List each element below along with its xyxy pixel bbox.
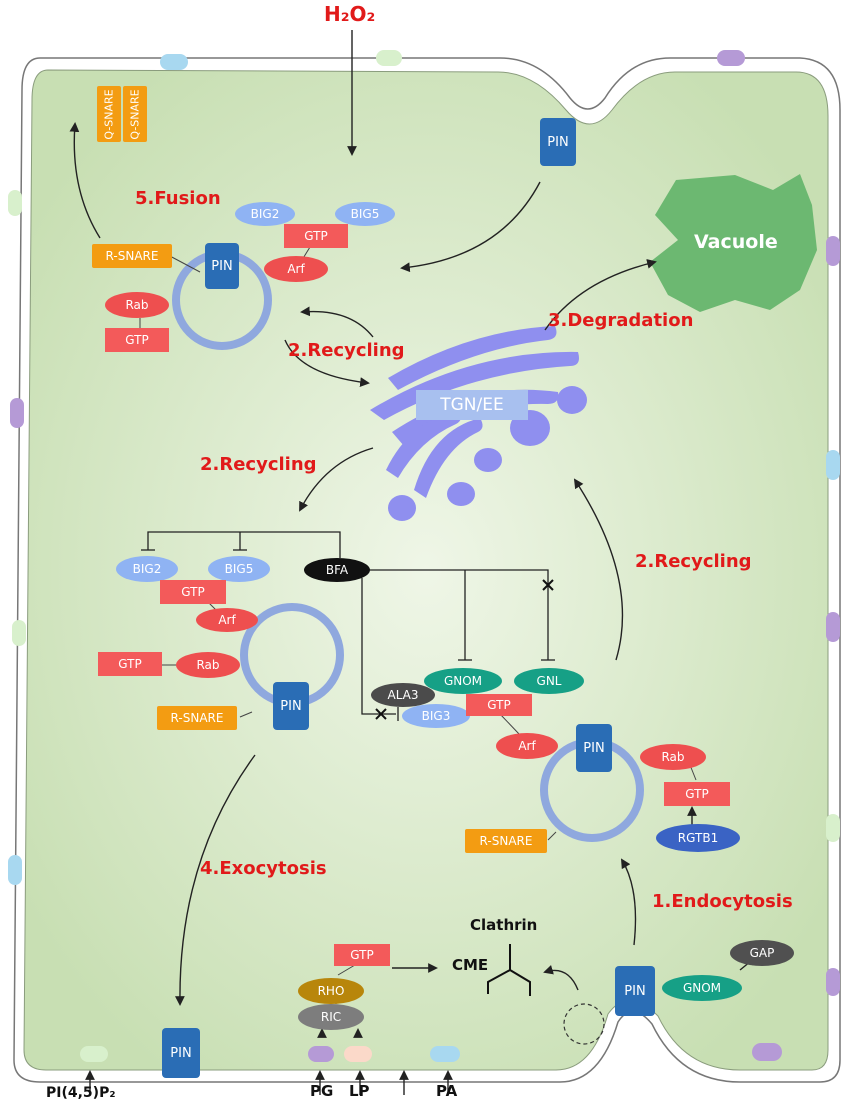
r-snare-top: R-SNARE: [92, 244, 172, 268]
pin-membrane-bottom-right: PIN: [615, 966, 655, 1016]
gtp-middle-rab: GTP: [98, 652, 162, 676]
membrane-lipids: [8, 50, 840, 1062]
gtp-bottom-rab: GTP: [664, 782, 730, 806]
pin-bottom-vesicle: PIN: [576, 724, 612, 772]
pin-middle-vesicle: PIN: [273, 682, 309, 730]
cell-membrane-outer: [13, 57, 841, 1083]
gap: GAP: [730, 940, 794, 966]
rgtb1: RGTB1: [656, 824, 740, 852]
pg-label: PG: [310, 1082, 334, 1100]
step-recycling-left: 2.Recycling: [200, 454, 317, 475]
step-exocytosis: 4.Exocytosis: [200, 858, 327, 879]
coated-pit: [563, 1003, 605, 1045]
step-fusion: 5.Fusion: [135, 188, 221, 209]
blocked-marks: [375, 579, 554, 720]
rab-middle: Rab: [176, 652, 240, 678]
arf-middle: Arf: [196, 608, 258, 632]
cme-label: CME: [452, 956, 489, 974]
pip2-label: PI(4,5)P₂: [46, 1085, 116, 1101]
rab-bottom: Rab: [640, 744, 706, 770]
vacuole: [650, 174, 817, 312]
gtp-top: GTP: [284, 224, 348, 248]
lp-label: LP: [349, 1082, 370, 1100]
gtp-middle: GTP: [160, 580, 226, 604]
gtp-big3: GTP: [466, 694, 532, 716]
gnom-bottom: GNOM: [662, 975, 742, 1001]
rab-top: Rab: [105, 292, 169, 318]
step-recycling-top: 2.Recycling: [288, 340, 405, 361]
rho: RHO: [298, 978, 364, 1004]
q-snare-right: Q-SNARE: [123, 86, 147, 142]
pin-membrane-top: PIN: [540, 118, 576, 166]
gtp-rho: GTP: [334, 944, 390, 966]
arf-top: Arf: [264, 256, 328, 282]
pin-top-vesicle: PIN: [205, 243, 239, 289]
big2-top: BIG2: [235, 202, 295, 226]
ala3: ALA3: [371, 683, 435, 707]
big3: BIG3: [402, 704, 470, 728]
arf-bottom: Arf: [496, 733, 558, 759]
q-snare-left: Q-SNARE: [97, 86, 121, 142]
gnom-middle: GNOM: [424, 668, 502, 694]
h2o2-label: H₂O₂: [324, 2, 376, 26]
big5-top: BIG5: [335, 202, 395, 226]
tgn-ee-label: TGN/EE: [416, 390, 528, 420]
pa-label: PA: [436, 1082, 458, 1100]
step-endocytosis: 1.Endocytosis: [652, 891, 793, 912]
big2-middle: BIG2: [116, 556, 178, 582]
step-degradation: 3.Degradation: [548, 310, 694, 331]
vacuole-label: Vacuole: [694, 231, 778, 253]
clathrin-label: Clathrin: [470, 916, 538, 934]
inhibition-lines: [141, 531, 555, 721]
pin-membrane-bottom-left: PIN: [162, 1028, 200, 1078]
r-snare-middle: R-SNARE: [157, 706, 237, 730]
gnl: GNL: [514, 668, 584, 694]
clathrin-icon: [487, 944, 531, 996]
ric: RIC: [298, 1004, 364, 1030]
bfa: BFA: [304, 558, 370, 582]
r-snare-bottom: R-SNARE: [465, 829, 547, 853]
step-recycling-right: 2.Recycling: [635, 551, 752, 572]
gtp-top-rab: GTP: [105, 328, 169, 352]
big5-middle: BIG5: [208, 556, 270, 582]
